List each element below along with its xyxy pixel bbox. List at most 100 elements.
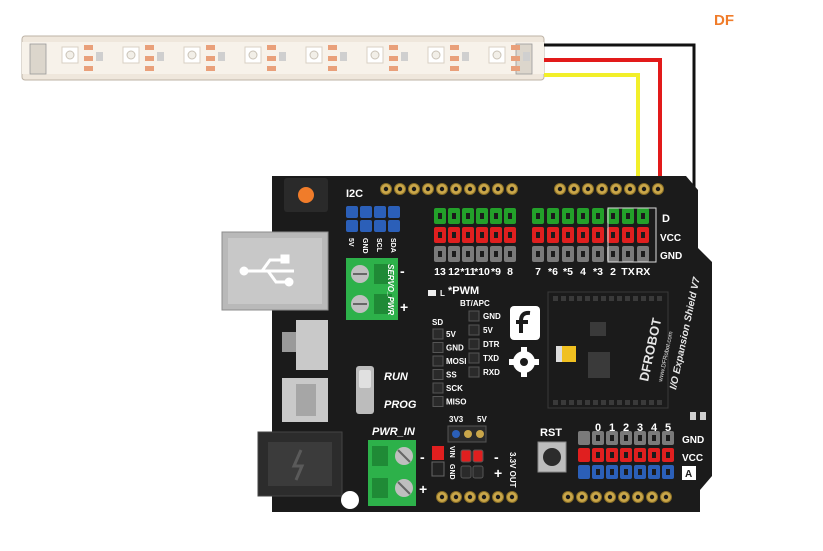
strip-resistor <box>450 45 459 50</box>
header-pin-hole <box>439 494 445 500</box>
usb-connector <box>221 231 329 311</box>
bt-pin <box>468 310 480 322</box>
pin-hole <box>638 435 642 441</box>
header-pin-hole <box>599 186 605 192</box>
mcu-chip-area <box>509 291 669 409</box>
pin-hole <box>626 251 630 257</box>
reset-button[interactable] <box>537 441 567 473</box>
pin-hole <box>466 232 470 238</box>
header-pin-hole <box>627 186 633 192</box>
out-pin <box>460 449 472 463</box>
strip-resistor <box>206 45 215 50</box>
strip-resistor <box>145 45 154 50</box>
strip-resistor <box>267 45 276 50</box>
pin-hole <box>581 251 585 257</box>
pin-hole <box>652 435 656 441</box>
bt-pin-label: RXD <box>483 368 500 377</box>
chip-pin <box>601 400 606 405</box>
run-prog-switch[interactable] <box>356 366 374 414</box>
pin-hole <box>494 251 498 257</box>
run-label: RUN <box>384 371 409 383</box>
servo-power-terminal <box>346 258 398 320</box>
analog-gnd-pin <box>578 431 590 445</box>
pin-hole <box>566 232 570 238</box>
pin-hole <box>566 251 570 257</box>
chip-pin <box>585 400 590 405</box>
prog-label: PROG <box>384 399 417 411</box>
voltage-regulator <box>282 320 328 422</box>
sd-pin-label: 5V <box>446 330 456 339</box>
header-pin-hole <box>663 494 669 500</box>
digital-pin-label: 12 <box>448 266 460 278</box>
pin-hole <box>581 213 585 219</box>
pin-highlight-box <box>607 207 657 263</box>
pwr-in-label: PWR_IN <box>372 426 416 438</box>
out-pin <box>460 465 472 479</box>
pin-hole <box>666 469 670 475</box>
pin-hole <box>611 232 615 238</box>
pwr-in-terminal <box>368 440 416 506</box>
usb-icon <box>239 254 294 287</box>
bt-pin <box>468 366 480 378</box>
power-bolt-icon <box>291 449 305 481</box>
header-pin-hole <box>565 494 571 500</box>
chip-pin <box>593 296 598 301</box>
strip-resistor <box>84 56 93 61</box>
chip-pin <box>561 296 566 301</box>
chip-pin <box>569 400 574 405</box>
sd-pin <box>432 396 444 407</box>
orange-button[interactable] <box>298 187 314 203</box>
bt-pin-label: TXD <box>483 354 499 363</box>
pin-hole <box>596 232 600 238</box>
voltage-selector[interactable] <box>447 425 487 443</box>
strip-led-lens <box>65 50 75 60</box>
pin-hole <box>610 452 614 458</box>
strip-led-lens <box>370 50 380 60</box>
strip-capacitor <box>279 52 286 61</box>
strip-led-lens <box>492 50 502 60</box>
header-pin-hole <box>571 186 577 192</box>
analog-pin-label: 2 <box>623 422 629 434</box>
pin-hole <box>452 251 456 257</box>
header-pin-hole <box>383 186 389 192</box>
header-pin-hole <box>467 186 473 192</box>
pin-hole <box>438 232 442 238</box>
led-l-indicator <box>428 290 436 296</box>
bt-pin-label: 5V <box>483 326 493 335</box>
out-3v3-header <box>460 449 484 479</box>
sd-pin <box>432 342 444 353</box>
pin-hole <box>466 213 470 219</box>
header-pin-hole <box>607 494 613 500</box>
i2c-pin <box>360 206 372 218</box>
digital-pin-label: 13 <box>434 266 446 278</box>
strip-led-lens <box>248 50 258 60</box>
pin-hole <box>624 469 628 475</box>
chip-pin <box>641 296 646 301</box>
pin-hole <box>494 213 498 219</box>
strip-capacitor <box>218 52 225 61</box>
sd-pin-label: MOSI <box>446 357 466 366</box>
strip-resistor <box>511 66 520 71</box>
strip-capacitor <box>340 52 347 61</box>
i2c-pin <box>388 206 400 218</box>
pin-hole <box>610 435 614 441</box>
digital-pin-label: RX <box>636 266 651 278</box>
chip-pin <box>609 400 614 405</box>
chip-pin <box>553 400 558 405</box>
out-pin <box>472 465 484 479</box>
bottom-headers <box>436 491 672 503</box>
out-plus-label: + <box>494 465 502 481</box>
header-pin-hole <box>593 494 599 500</box>
digital-row-label-vcc: VCC <box>660 233 681 244</box>
i2c-pin <box>360 220 372 232</box>
strip-connector-left <box>29 43 47 75</box>
strip-capacitor <box>401 52 408 61</box>
header-pin-hole <box>425 186 431 192</box>
pin-hole <box>611 251 615 257</box>
pin-hole <box>508 213 512 219</box>
header-pin-hole <box>481 494 487 500</box>
servo-minus-label: - <box>400 263 405 279</box>
chip-pin <box>617 400 622 405</box>
pin-hole <box>596 452 600 458</box>
out-minus-label: - <box>494 449 499 465</box>
